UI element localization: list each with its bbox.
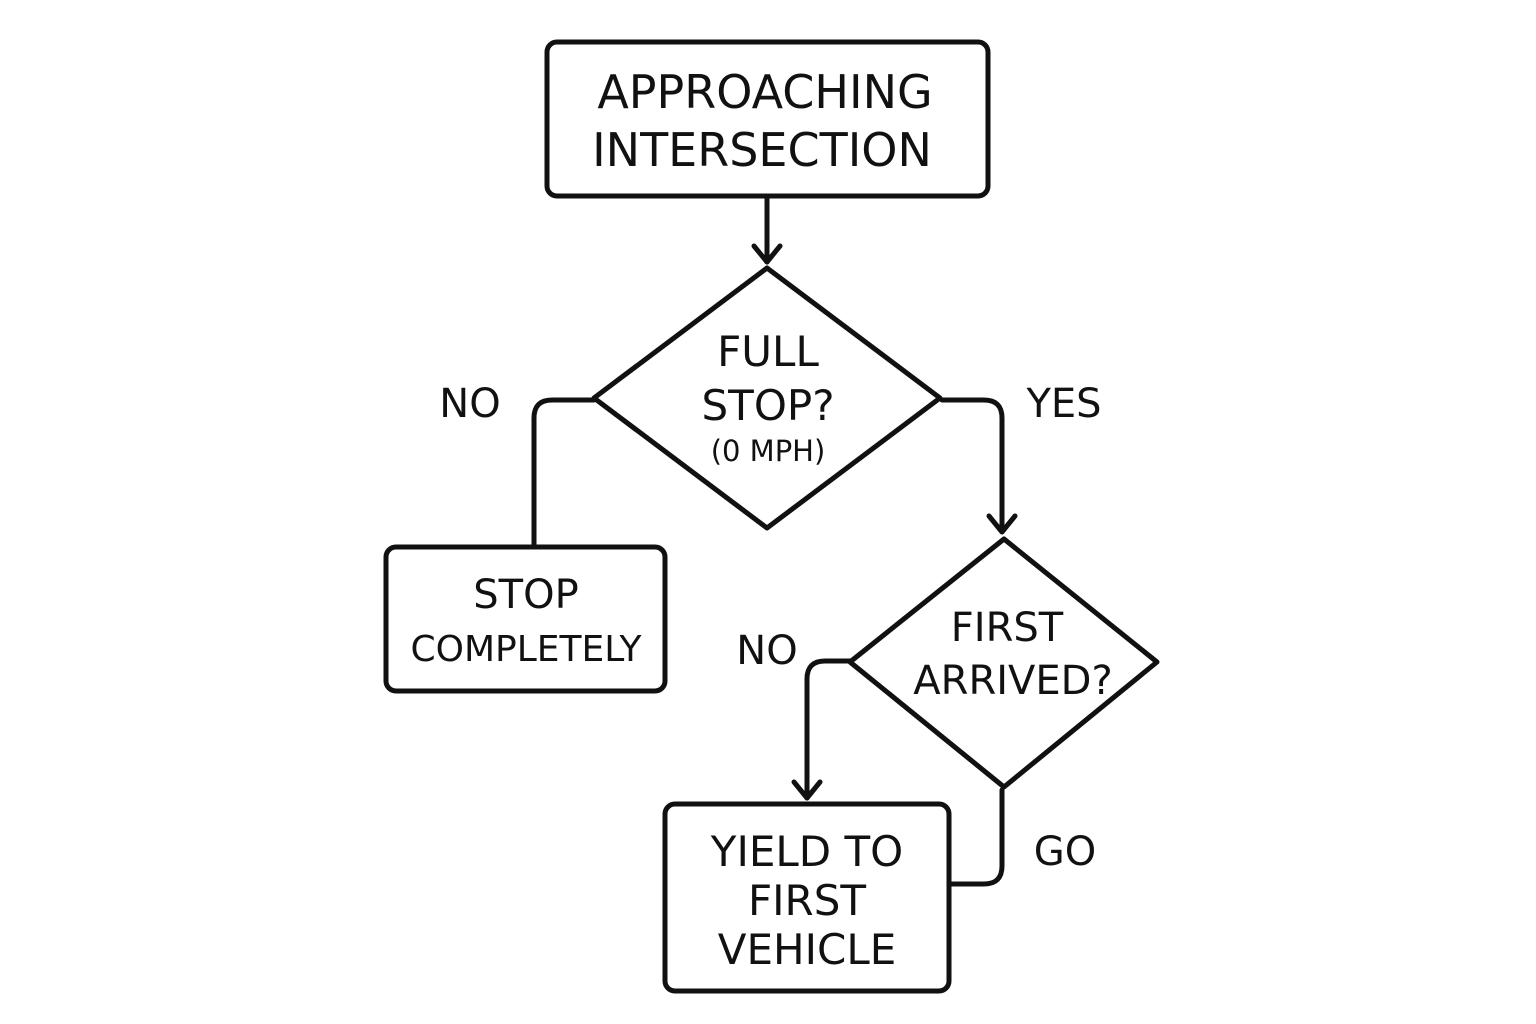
edge-label-first-arrived-no: NO [736, 628, 797, 674]
edge-label-full-stop-no: NO [439, 381, 500, 427]
node-full-stop-line-1: FULL [717, 327, 819, 376]
node-first-arrived-line-2: ARRIVED? [913, 658, 1112, 704]
connector-first-arrived-no [804, 658, 853, 801]
node-stop-completely [383, 544, 668, 694]
node-stop-completely-line-1: STOP [473, 572, 578, 618]
node-full-stop-decision [591, 265, 943, 531]
arrowhead-full-stop [751, 243, 783, 265]
edge-label-first-arrived-go: GO [1034, 829, 1096, 875]
arrowhead-yield [791, 779, 823, 801]
node-first-arrived-line-1: FIRST [951, 605, 1064, 651]
arrowhead-first-arrived [986, 513, 1018, 535]
node-full-stop-line-2: STOP? [702, 381, 835, 430]
node-yield-line-3: VEHICLE [718, 925, 897, 974]
node-approaching-intersection-line-2: INTERSECTION [592, 123, 932, 177]
node-approaching-intersection-line-1: APPROACHING [597, 65, 932, 119]
edge-label-full-stop-yes: YES [1025, 381, 1101, 427]
node-first-arrived-decision [847, 536, 1160, 790]
node-stop-completely-line-2: COMPLETELY [410, 629, 642, 670]
node-yield-line-1: YIELD TO [710, 827, 903, 876]
node-approaching-intersection [544, 39, 991, 199]
connector-full-stop-yes [939, 397, 1005, 533]
node-full-stop-subtext: (0 MPH) [711, 434, 826, 468]
node-yield-to-first-vehicle [662, 801, 952, 994]
node-yield-line-2: FIRST [748, 876, 866, 925]
connector-first-arrived-go [947, 787, 1005, 887]
connector-full-stop-no [531, 397, 597, 549]
